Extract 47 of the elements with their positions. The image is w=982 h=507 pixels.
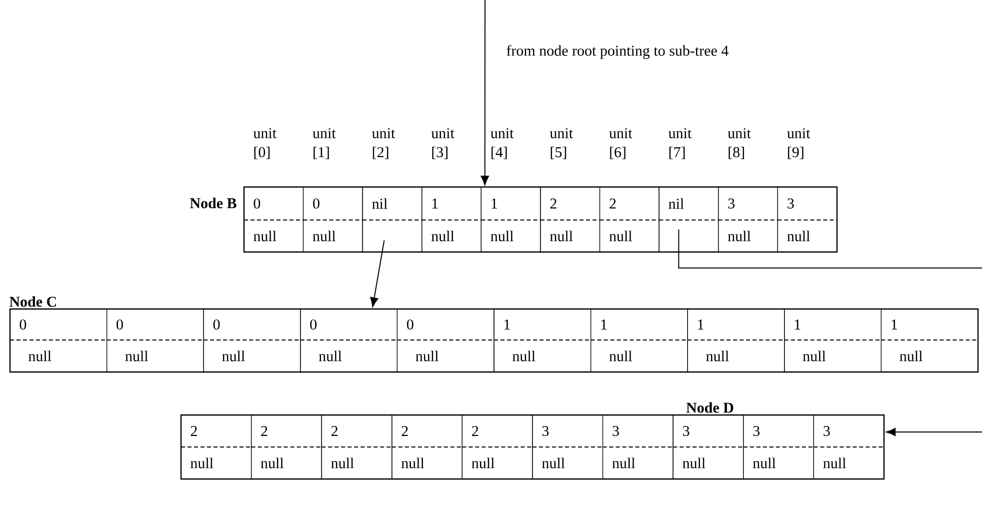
array-cell: 1 null [687,308,785,372]
array-cell: 2 null [321,414,392,480]
array-cell: 3 null [777,186,838,252]
column-label: unit [3] [431,128,454,160]
array-cell: 2 null [540,186,600,252]
array-cell: 1 null [784,308,882,372]
node-label: Node D [686,402,734,413]
array-cell: nil [362,186,422,252]
column-label: unit [5] [550,128,573,160]
array-cell: 0 null [300,308,398,372]
array-cell: 2 null [180,414,252,480]
column-label: unit [7] [668,128,692,160]
column-label: unit [9] [787,128,810,160]
edge-label: from node root pointing to sub-tree 4 [505,44,730,60]
array-cell: 2 null [391,414,463,480]
array-cell: 3 null [813,414,884,480]
array-cell: 0 null [10,308,108,372]
array-cell: 0 null [302,186,364,252]
column-label: unit [6] [609,128,632,160]
array-cell: 1 null [590,308,688,372]
node-label: Node C [9,296,56,307]
array-cell: 2 null [462,414,533,480]
array-cell: 1 null [480,186,541,252]
column-label: unit [1] [312,128,336,160]
column-label: unit [4] [490,128,514,160]
column-label: unit [8] [728,128,751,160]
column-label: unit [0] [253,128,276,160]
arrow [480,0,489,186]
arrow [370,240,385,308]
array-cell: 1 null [880,308,978,372]
arrow [886,428,982,436]
array-cell: 0 null [396,308,494,372]
array-cell: 3 null [718,186,778,252]
array-cell: 3 null [742,414,814,480]
array-cell: 0 null [244,186,304,252]
array-cell: 1 null [421,186,482,252]
array-cell: 0 null [106,308,204,372]
array-cell: nil [658,186,719,252]
array-cell: 3 null [602,414,674,480]
array-cell: 0 null [203,308,301,372]
array-cell: 2 null [250,414,322,480]
array-cell: 3 null [532,414,604,480]
column-label: unit [2] [372,128,396,160]
node-label: Node B [190,198,236,208]
array-cell: 2 null [599,186,660,252]
array-cell: 3 null [672,414,744,480]
array-cell: 1 null [494,308,592,372]
